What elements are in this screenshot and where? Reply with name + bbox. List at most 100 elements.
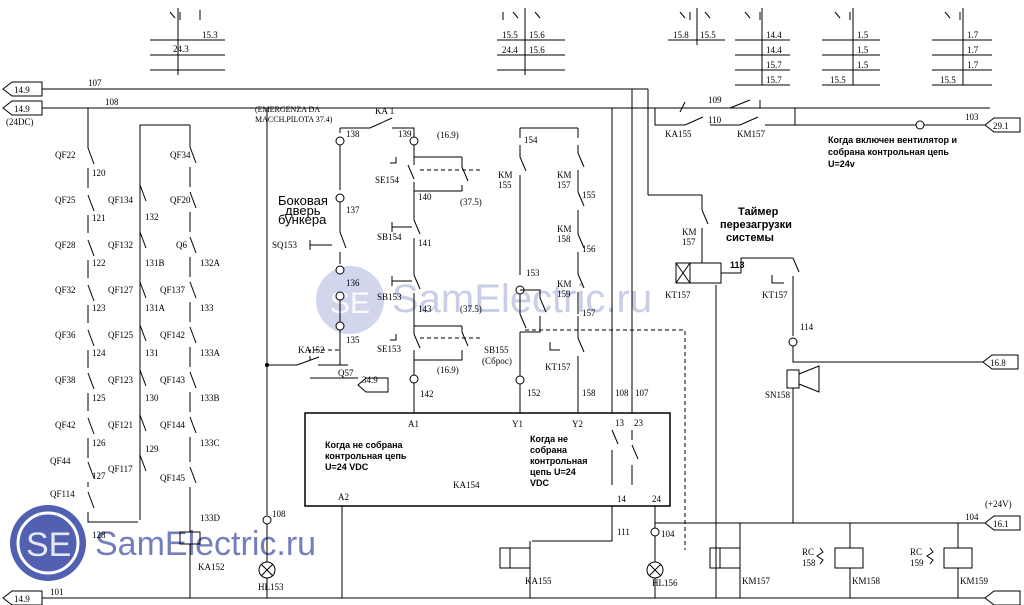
device-label: QF144 xyxy=(160,420,186,430)
device-label: 158 xyxy=(802,558,816,568)
device-label: SQ153 xyxy=(272,240,298,250)
wire-label: 156 xyxy=(582,244,596,254)
xref-cell: 1.5 xyxy=(857,30,869,40)
xref-cell: 15.7 xyxy=(766,60,782,70)
xref-cell: 1.5 xyxy=(857,60,869,70)
wire-label: 113 xyxy=(730,260,745,270)
device-label: KT157 xyxy=(545,362,571,372)
wire-label: 158 xyxy=(582,388,596,398)
device-label: QF117 xyxy=(108,464,133,474)
watermark-center: SE SamElectric.ru xyxy=(316,266,652,334)
device-label: QF145 xyxy=(160,473,186,483)
wire-label: 131A xyxy=(145,303,166,313)
xref-table-3: 15.8 15.5 xyxy=(668,8,725,45)
device-label: QF25 xyxy=(55,195,76,205)
wire-label: 126 xyxy=(92,438,106,448)
terminal-14-9-mid: 14.9 (24DC) xyxy=(2,100,43,127)
device-label: 155 xyxy=(498,180,512,190)
pin-label: Y1 xyxy=(512,419,523,429)
device-label: KT157 xyxy=(762,290,788,300)
km159-coil: RC 159 KM159 xyxy=(910,523,989,598)
device-label: SE154 xyxy=(375,175,400,185)
wire-label: 132 xyxy=(145,212,159,222)
device-label: SB154 xyxy=(377,232,402,242)
device-label: SE153 xyxy=(377,344,402,354)
pin-label: 24 xyxy=(652,494,662,504)
device-label: QF34 xyxy=(170,150,191,160)
wire-label: 141 xyxy=(418,238,432,248)
device-label: QF38 xyxy=(55,375,76,385)
device-label: SN158 xyxy=(765,390,791,400)
xref-cell: 14.4 xyxy=(766,30,782,40)
ka152-contact: KA152 Q57 34.9 xyxy=(265,345,389,393)
xref-cell: 15.6 xyxy=(529,45,545,55)
ka155-coil: 111 KA155 xyxy=(499,506,630,598)
wire-label: (24DC) xyxy=(6,117,34,127)
sq153-chain: 138 137 SQ153 136 135 Боковая дверь бунк… xyxy=(272,106,415,366)
wire-label: 109 xyxy=(708,95,722,105)
xref-cell: 24.3 xyxy=(173,44,189,54)
terminal-label: 14.9 xyxy=(14,594,30,604)
terminal-label: 16.8 xyxy=(990,358,1006,368)
note-label: Когда не xyxy=(530,434,568,444)
wire-label: 128 xyxy=(92,530,106,540)
ref-label: (37.5) xyxy=(460,197,482,207)
wire-label: 155 xyxy=(582,190,596,200)
xref-cell: 24.4 xyxy=(502,45,518,55)
wire-label: 153 xyxy=(526,268,540,278)
device-label: QF42 xyxy=(55,420,76,430)
wire-label: 133A xyxy=(200,348,221,358)
wire-label: 111 xyxy=(617,527,630,537)
watermark-logo-2: SE xyxy=(26,526,71,564)
ref-label: (16.9) xyxy=(437,130,459,140)
device-label: KA155 xyxy=(525,576,552,586)
watermark-text-2: SamElectric.ru xyxy=(95,525,316,563)
qf-column-left: QF22 120 QF25 121 QF28 122 QF32 123 QF36… xyxy=(50,108,138,540)
xref-cell: 15.5 xyxy=(940,75,956,85)
device-label: QF142 xyxy=(160,330,185,340)
qf-column-right: QF34 QF20 Q6 132A QF137 133 QF142 133A Q… xyxy=(160,125,225,598)
note-label: контрольная xyxy=(530,456,587,466)
device-label: KA152 xyxy=(198,562,225,572)
device-label: QF127 xyxy=(108,285,134,295)
device-label: QF123 xyxy=(108,375,134,385)
note-label: MACCH.PILOTA 37.4) xyxy=(255,115,333,124)
device-label: HL153 xyxy=(258,582,284,592)
note-label: (EMERGENZA DA xyxy=(255,105,320,114)
xref-cell: 1.7 xyxy=(967,60,979,70)
wire-label: 135 xyxy=(346,335,360,345)
xref-table-1: 15.3 24.3 xyxy=(150,8,225,75)
device-label: KA 1 xyxy=(375,106,394,116)
se-sb-chain: 139 SE154 (16.9) (37.5) 140 SB154 141 SB… xyxy=(375,129,482,413)
xref-table-4: 14.4 14.4 15.7 15.7 xyxy=(735,8,790,86)
hl156-lamp: 104 HL156 xyxy=(646,506,678,598)
wire-label: 114 xyxy=(800,322,814,332)
device-label: KM157 xyxy=(742,576,771,586)
note-label: дверь xyxy=(285,203,321,218)
xref-cell: 15.8 xyxy=(673,30,689,40)
xref-cell: 14.4 xyxy=(766,45,782,55)
device-label: (Сброс) xyxy=(482,356,512,366)
pin-label: 14 xyxy=(617,494,627,504)
terminal-label: 29.1 xyxy=(993,121,1009,131)
device-label: KM xyxy=(557,170,572,180)
watermark-bottom: SE SamElectric.ru xyxy=(10,505,316,581)
wire-label: 157 xyxy=(582,308,596,318)
device-label: QF22 xyxy=(55,150,76,160)
wire-label: 107 xyxy=(88,78,102,88)
ref-label: (16.9) xyxy=(437,365,459,375)
xref-table-5: 1.5 1.5 1.5 15.5 xyxy=(822,8,880,86)
xref-cell: 1.7 xyxy=(967,45,979,55)
km158-coil: RC 158 KM158 xyxy=(802,523,881,598)
wire-label: 123 xyxy=(92,303,106,313)
device-label: QF114 xyxy=(50,489,75,499)
wire-label: 130 xyxy=(145,393,159,403)
wire-label: 138 xyxy=(346,129,360,139)
wire-label: 133C xyxy=(200,438,220,448)
device-label: QF132 xyxy=(108,240,133,250)
xref-cell: 1.7 xyxy=(967,30,979,40)
device-label: Q57 xyxy=(338,368,354,378)
device-label: KM159 xyxy=(960,576,989,586)
wire-label: 108 xyxy=(615,388,629,398)
terminal-14-9-top: 14.9 xyxy=(2,81,43,97)
